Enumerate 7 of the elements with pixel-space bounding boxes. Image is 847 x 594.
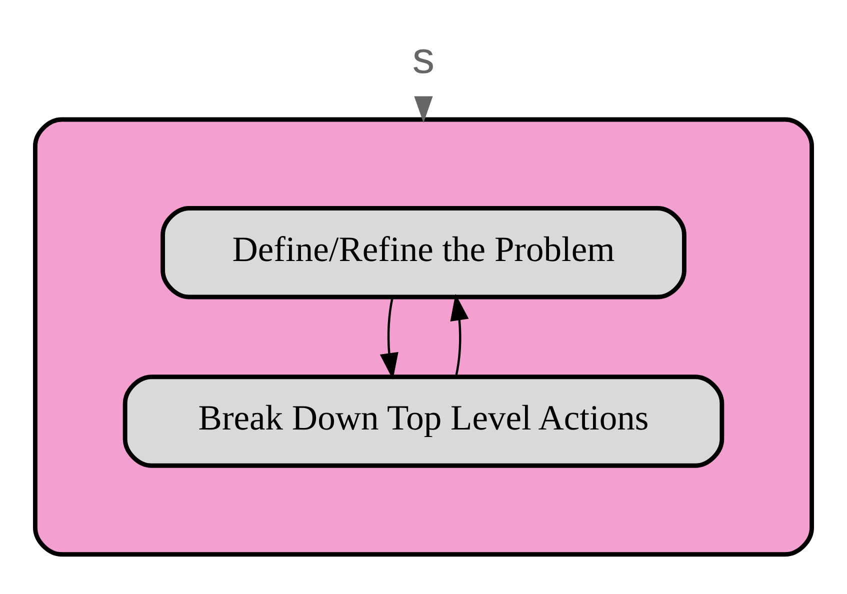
cluster bbox=[33, 117, 814, 557]
arrow bbox=[450, 294, 469, 377]
arrow bbox=[414, 96, 433, 123]
node-text: s bbox=[412, 34, 435, 83]
arrow bbox=[380, 296, 398, 380]
node-box: Define/Refine the Problem bbox=[160, 206, 686, 300]
node-box: Break Down Top Level Actions bbox=[122, 374, 724, 468]
